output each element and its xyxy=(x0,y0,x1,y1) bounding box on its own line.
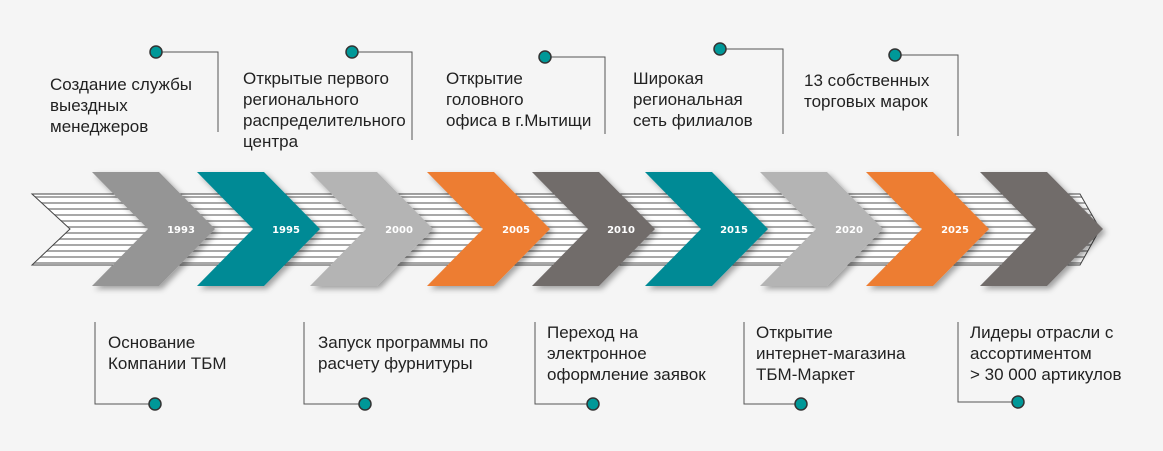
year-label: 2015 xyxy=(720,225,748,236)
year-label: 1995 xyxy=(272,225,300,236)
chevron-shape xyxy=(427,172,550,286)
year-label: 2000 xyxy=(385,225,413,236)
year-label: 2025 xyxy=(941,225,969,236)
year-label: 1993 xyxy=(167,225,195,236)
chevron-shape xyxy=(92,172,215,286)
connector-line xyxy=(895,54,959,136)
chevron-2020: 2020 xyxy=(760,172,883,286)
connector-line xyxy=(545,56,606,134)
timeline-dot xyxy=(586,397,600,411)
chevron-2025: 2025 xyxy=(866,172,989,286)
connector-line xyxy=(303,322,365,405)
connector-line xyxy=(720,48,784,134)
connector-line xyxy=(94,322,155,405)
event-top-1: Создание службы выездных менеджеров xyxy=(50,75,193,136)
timeline-dot xyxy=(345,45,359,59)
connector-line xyxy=(352,51,413,140)
chevron-shape xyxy=(980,172,1103,286)
chevron-1995: 1995 xyxy=(197,172,320,286)
connector-line xyxy=(156,51,219,132)
chevron-shape xyxy=(532,172,655,286)
year-label: 2010 xyxy=(607,225,635,236)
timeline-dot xyxy=(713,42,727,56)
event-bottom-5: Лидеры отрасли с ассортиментом > 30 000 … xyxy=(970,323,1122,384)
timeline-dot xyxy=(888,48,902,62)
chevron-shape xyxy=(197,172,320,286)
event-top-2: Открытые первого регионального распредел… xyxy=(243,69,406,151)
year-label: 2020 xyxy=(835,225,863,236)
chevron-shape xyxy=(760,172,883,286)
event-bottom-1: Основание Компании ТБМ xyxy=(108,333,227,373)
event-bottom-4: Открытие интернет-магазина ТБМ-Маркет xyxy=(756,323,906,384)
event-top-5: 13 собственных торговых марок xyxy=(804,71,930,111)
chevron-2015: 2015 xyxy=(645,172,768,286)
year-label: 2005 xyxy=(502,225,530,236)
chevron-1993: 1993 xyxy=(92,172,215,286)
timeline-dot xyxy=(148,397,162,411)
chevron-shape xyxy=(645,172,768,286)
event-bottom-2: Запуск программы по расчету фурнитуры xyxy=(318,333,489,373)
chevron-shape xyxy=(866,172,989,286)
timeline-dot xyxy=(149,45,163,59)
chevron-end xyxy=(980,172,1103,286)
timeline-dot xyxy=(538,50,552,64)
connector-line xyxy=(743,322,801,405)
timeline-dot xyxy=(794,397,808,411)
event-top-4: Широкая региональная сеть филиалов xyxy=(633,69,753,130)
event-top-3: Открытие головного офиса в г.Мытищи xyxy=(446,69,592,130)
connector-line xyxy=(957,322,1018,403)
chevron-2005: 2005 xyxy=(427,172,550,286)
connector-line xyxy=(534,322,593,405)
timeline-dot xyxy=(358,397,372,411)
chevron-2010: 2010 xyxy=(532,172,655,286)
event-bottom-3: Переход на электронное оформление заявок xyxy=(547,323,706,384)
timeline-dot xyxy=(1011,395,1025,409)
chevron-2000: 2000 xyxy=(310,172,433,286)
chevron-shape xyxy=(310,172,433,286)
